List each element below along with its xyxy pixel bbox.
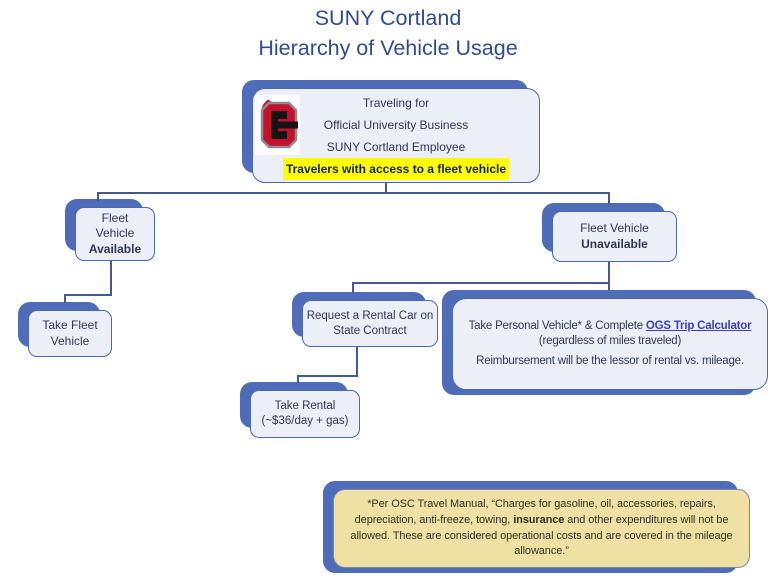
personal-vehicle-sentence1: Take Personal Vehicle* & Complete OGS Tr… [456, 319, 764, 348]
cortland-logo-icon [255, 95, 300, 155]
take-fleet-line1: Take Fleet [42, 318, 98, 333]
connector-drop-takefleet [64, 294, 66, 303]
node-personal-vehicle: Take Personal Vehicle* & Complete OGS Tr… [442, 290, 768, 395]
take-rental-line1: Take Rental [274, 400, 336, 413]
connector-available-riser [110, 261, 112, 294]
connector-takerental-hline [297, 375, 358, 377]
note-text: *Per OSC Travel Manual, “Charges for gas… [346, 497, 737, 559]
root-line-2: Official University Business [323, 117, 469, 132]
osc-travel-manual-note: *Per OSC Travel Manual, “Charges for gas… [323, 481, 750, 573]
root-line-3: SUNY Cortland Employee [326, 139, 466, 154]
connector-rental-riser [356, 347, 358, 375]
title-line-2: Hierarchy of Vehicle Usage [258, 36, 518, 60]
connector-takefleet-hline [64, 294, 112, 296]
fleet-unavailable-line1: Fleet Vehicle [580, 221, 649, 236]
node-fleet-unavailable: Fleet Vehicle Unavailable [542, 203, 677, 262]
page-title: SUNY Cortland Hierarchy of Vehicle Usage [0, 3, 776, 63]
node-take-rental: Take Rental (~$36/day + gas) [240, 382, 360, 438]
title-line-1: SUNY Cortland [314, 6, 462, 30]
connector-drop-personal [608, 282, 610, 291]
connector-unavailable-riser [608, 262, 610, 283]
root-highlight-text: Travelers with access to a fleet vehicle [282, 157, 510, 180]
ogs-trip-calculator-link[interactable]: OGS Trip Calculator [645, 320, 752, 333]
personal-vehicle-text-before: Take Personal Vehicle* & Complete [468, 320, 646, 333]
node-root-traveling: Traveling for Official University Busine… [242, 80, 540, 183]
request-rental-line1: Request a Rental Car on [306, 309, 434, 322]
fleet-unavailable-line2: Unavailable [581, 236, 648, 251]
node-take-fleet-vehicle: Take Fleet Vehicle [18, 302, 112, 357]
fleet-available-line3: Available [88, 241, 142, 256]
connector-drop-available [97, 192, 99, 201]
note-bold-word: insurance [513, 513, 565, 526]
connector-drop-rental [352, 282, 354, 293]
note-text-after: and other expenditures will not be allow… [350, 513, 733, 558]
request-rental-line2: State Contract [333, 324, 407, 337]
connector-drop-takerental [297, 375, 299, 383]
root-line-1: Traveling for [362, 95, 430, 110]
personal-vehicle-text-after: (regardless of miles traveled) [538, 335, 682, 348]
fleet-available-line1: Fleet [101, 210, 129, 225]
connector-root-riser [385, 183, 387, 193]
personal-vehicle-sentence2: Reimbursement will be the lessor of rent… [476, 354, 744, 367]
connector-drop-unavailable [608, 192, 610, 204]
fleet-available-line2: Vehicle [95, 226, 135, 241]
take-fleet-line2: Vehicle [50, 333, 90, 348]
connector-level1-hline [97, 192, 609, 194]
node-request-rental: Request a Rental Car on State Contract [292, 292, 438, 347]
connector-level2-hline [352, 282, 610, 284]
note-text-before: *Per OSC Travel Manual, “Charges for gas… [354, 498, 716, 526]
node-fleet-available: Fleet Vehicle Available [65, 199, 155, 261]
take-rental-line2: (~$36/day + gas) [261, 415, 349, 427]
